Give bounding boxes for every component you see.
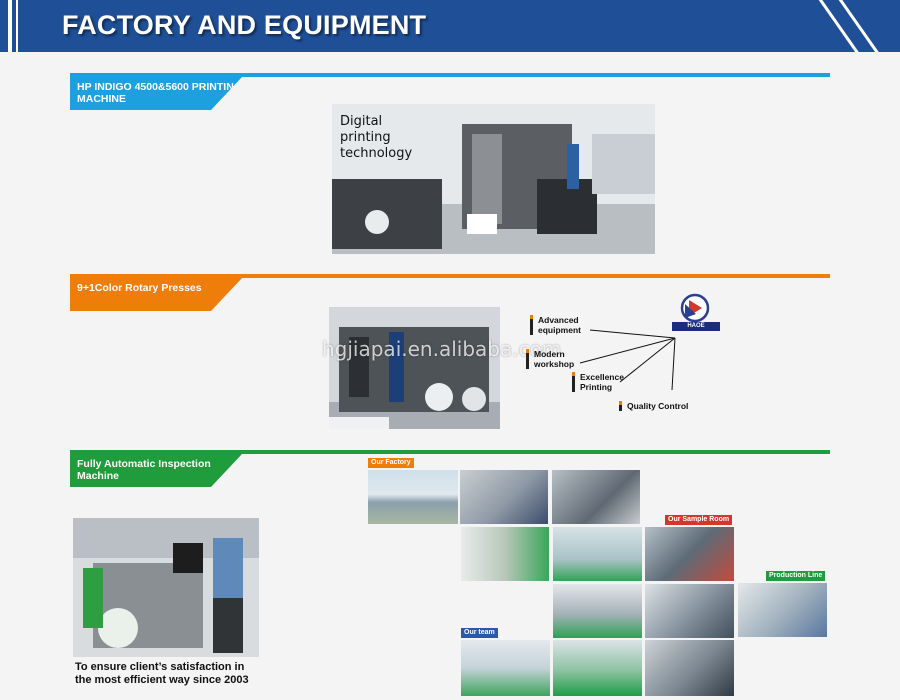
gallery-photo-workshop [552,470,640,524]
rotary-press-photo [329,307,500,429]
bottom-caption: To ensure client’s satisfaction in the m… [75,661,249,687]
gallery-tag-our-factory: Our Factory [368,458,414,468]
gallery-photo-sample-shelves [461,527,549,581]
header-diagonal-stripe [837,0,886,52]
gallery-photo-office [460,470,548,524]
diagram-item-excellence-printing: Excellence Printing [572,372,632,392]
gallery-photo-production-floor [553,584,642,638]
bottom-caption-line1: To ensure client’s satisfaction in [75,661,245,673]
logo-text: HAOE [672,322,720,331]
page-title: FACTORY AND EQUIPMENT [62,10,427,40]
header-stripe [8,0,12,52]
watermark: hgjiapai.en.alibaba.com [322,337,562,361]
section-label-inspection-machine: Fully Automatic Inspection Machine [70,454,242,487]
gallery-photo-production-line [738,583,827,637]
inspection-machine-photo [73,518,259,657]
gallery-photo-team [461,640,550,696]
gallery-tag-our-team: Our team [461,628,498,638]
section-divider [70,450,830,454]
gallery-photo-clean-room [553,527,642,581]
company-logo-icon [680,293,710,323]
gallery-photo-operator [645,640,734,696]
bottom-caption-line2: the most efficient way since 2003 [75,674,249,686]
diagram-item-quality-control: Quality Control [619,401,695,411]
photo-caption: Digital printing technology [340,114,413,161]
diagram-item-advanced-equipment: Advanced equipment [530,315,590,335]
section-label-hp-indigo: HP INDIGO 4500&5600 PRINTING MACHINE [70,77,242,110]
diagram-item-modern-workshop: Modern workshop [526,349,578,369]
gallery-photo-green-floor [553,640,642,696]
section-divider [70,73,830,77]
header-stripe [16,0,18,52]
gallery-photo-factory-building [368,470,458,524]
gallery-photo-machines [645,584,734,638]
hp-indigo-machine-photo: Digital printing technology [332,104,655,254]
diagram-connectors [579,329,676,391]
page-header: FACTORY AND EQUIPMENT [0,0,900,52]
section-divider [70,274,830,278]
gallery-photo-sample-room [645,527,734,581]
gallery-tag-production-line: Production Line [766,571,826,581]
gallery-tag-sample-room: Our Sample Room [665,515,733,525]
section-label-rotary-presses: 9+1Color Rotary Presses [70,278,242,311]
